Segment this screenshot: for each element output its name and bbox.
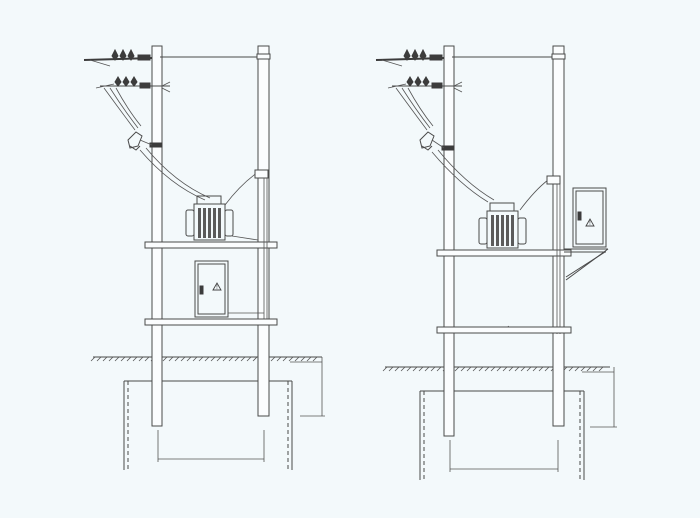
left-layout: ! <box>83 45 325 470</box>
left-drop-lines <box>103 87 142 131</box>
right-lower-platform <box>436 326 572 334</box>
left-cabinet-platform <box>144 318 278 326</box>
right-fuse-cutout <box>419 131 455 151</box>
left-lv-terminal <box>254 169 269 179</box>
left-top-clamp <box>256 53 271 60</box>
right-top-clamp <box>551 53 566 60</box>
left-pole-secondary <box>257 45 270 417</box>
right-hv-lead-1 <box>431 151 489 203</box>
left-ground-line <box>90 356 322 362</box>
right-lv-terminal <box>546 175 561 185</box>
left-transformer <box>185 195 259 241</box>
right-dimension-lines <box>449 367 617 472</box>
left-fuse-cutout <box>127 131 163 151</box>
left-insulator-string-upper <box>83 48 153 67</box>
right-distribution-cabinet: ! <box>572 187 607 248</box>
svg-text:!: ! <box>216 284 218 291</box>
right-ground-line <box>382 366 610 372</box>
right-transformer-platform <box>436 249 572 257</box>
left-cabinet-warning-icon <box>212 282 222 291</box>
right-drop-lines <box>395 87 434 131</box>
right-cabinet-bracket <box>564 248 609 281</box>
right-layout: ! <box>375 45 617 480</box>
right-pole-primary <box>443 45 455 437</box>
svg-text:!: ! <box>589 220 591 227</box>
left-hv-lead-2 <box>145 147 211 199</box>
right-pole-secondary <box>552 45 565 427</box>
left-distribution-cabinet: ! <box>194 260 264 318</box>
right-cabinet-warning-icon <box>585 218 595 227</box>
right-transformer <box>478 202 527 249</box>
right-insulator-string-upper <box>375 48 445 67</box>
right-hv-lead-2 <box>437 149 495 201</box>
left-insulator-string-lower <box>95 76 171 93</box>
left-dimension-lines <box>157 357 325 462</box>
left-transformer-platform <box>144 241 278 249</box>
left-hv-lead-1 <box>139 149 206 201</box>
right-insulator-string-lower <box>387 76 463 93</box>
left-pole-primary <box>151 45 163 427</box>
